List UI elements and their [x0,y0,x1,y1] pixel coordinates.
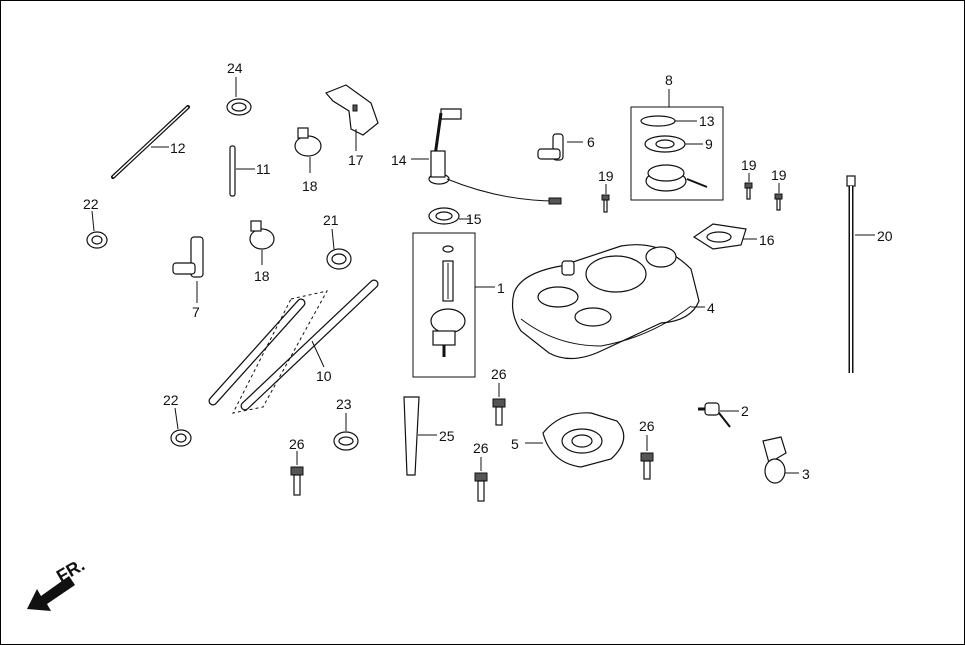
part-19-bolt-a: 19 [598,168,614,213]
callout-23: 23 [336,396,352,412]
callout-3: 3 [802,466,810,482]
callout-15: 15 [466,211,482,227]
callout-12: 12 [170,140,186,156]
part-22-clip-upper: 22 [83,196,108,249]
callout-19a: 19 [598,168,614,184]
callout-8: 8 [665,72,673,88]
part-26-bolt-d: 26 [639,418,655,480]
callout-16: 16 [759,232,775,248]
callout-26a: 26 [491,366,507,382]
callout-9: 9 [705,136,713,152]
part-14-fuel-sender: 14 [391,108,562,205]
callout-26c: 26 [473,440,489,456]
callout-26d: 26 [639,418,655,434]
part-21-clip: 21 [323,212,352,270]
callout-21: 21 [323,212,339,228]
callout-20: 20 [877,228,893,244]
part-19-bolt-c: 19 [771,167,787,211]
part-17-bracket: 17 [324,84,379,168]
part-19-bolt-b: 19 [741,157,757,200]
part-15-gasket: 15 [428,207,482,227]
part-6-elbow: 6 [537,133,595,161]
part-2-fitting: 2 [698,402,749,428]
callout-11: 11 [256,161,271,177]
callout-26b: 26 [289,436,305,452]
front-direction-indicator: FR. [27,555,88,611]
part-1-fuel-cock: 1 [412,232,505,378]
part-26-bolt-a: 26 [491,366,507,426]
part-3-clamp: 3 [762,436,810,484]
part-7-tee: 7 [172,236,204,320]
callout-18a: 18 [302,178,318,194]
part-24-clip: 24 [226,60,252,116]
callout-17: 17 [348,152,364,168]
callout-14: 14 [391,152,407,168]
callout-19b: 19 [741,157,757,173]
callout-7: 7 [192,304,200,320]
part-25-tube: 25 [403,396,455,476]
callout-19c: 19 [771,167,787,183]
callout-6: 6 [587,134,595,150]
callout-5: 5 [511,436,519,452]
part-11-rod: 11 [229,145,271,197]
callout-22b: 22 [163,392,179,408]
part-12-rod: 12 [111,105,190,179]
front-label: FR. [53,555,88,587]
callout-13: 13 [699,113,715,129]
part-8-cap-assembly: 8 13 9 [630,72,724,201]
part-20-rod: 20 [846,175,893,373]
part-22-clip-lower: 22 [163,392,192,447]
part-4-fuel-tank: 4 [511,244,715,360]
callout-1: 1 [497,280,505,296]
callout-24: 24 [227,60,243,76]
callout-2: 2 [741,403,749,419]
part-18-clamp-upper: 18 [294,127,322,194]
callout-18b: 18 [254,268,270,284]
callout-10: 10 [316,368,332,384]
part-5-pump-flange: 5 [511,412,625,468]
callout-4: 4 [707,300,715,316]
part-10-hoses: 10 [208,279,379,414]
part-26-bolt-c: 26 [473,440,489,502]
part-16-flange: 16 [692,223,775,250]
part-26-bolt-b: 26 [289,436,305,496]
callout-22a: 22 [83,196,99,212]
part-23-clip: 23 [333,396,359,451]
part-18-clamp-lower: 18 [249,220,275,284]
callout-25: 25 [439,428,455,444]
